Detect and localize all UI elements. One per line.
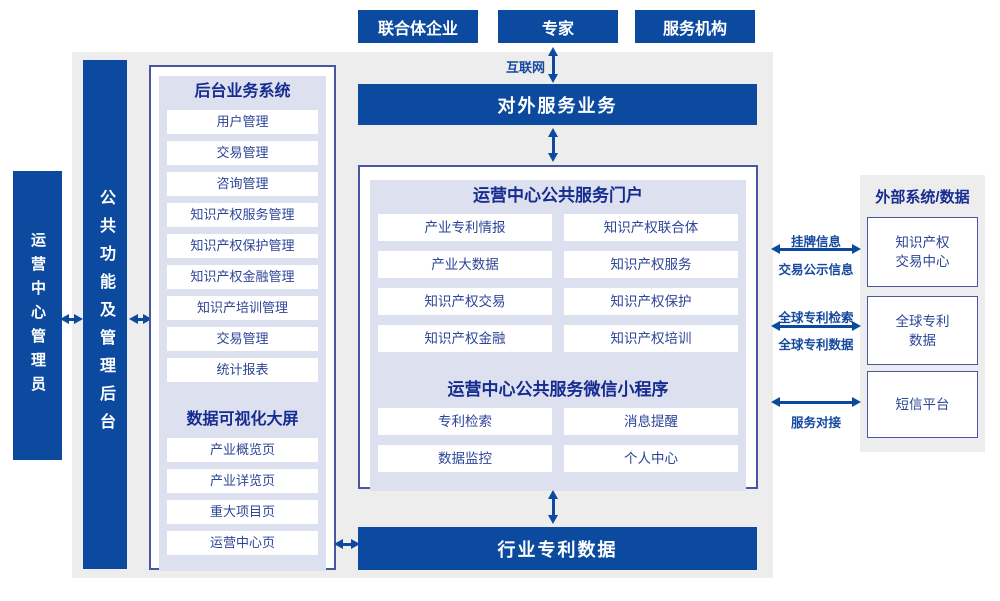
global-patent-data-label: 全球专利数据 (778, 338, 854, 352)
industry-patent-data-bar: 行业专利数据 (358, 527, 757, 570)
dashboard-item: 产业概览页 (167, 438, 318, 462)
backend-system-title: 后台业务系统 (194, 83, 291, 100)
backend-system-item: 用户管理 (167, 110, 318, 134)
backend-management-bar: 公共功能及管理后台 (83, 60, 127, 569)
actor-box-consortium-enterprise: 联合体企业 (358, 10, 478, 43)
arrow-internet (548, 47, 558, 83)
backend-system-panel: 后台业务系统 用户管理 交易管理 咨询管理 知识产权服务管理 知识产权保护管理 … (159, 76, 326, 406)
portal-item: 产业专利情报 (378, 214, 552, 241)
arrow-service-portal (548, 128, 558, 162)
internet-label: 互联网 (505, 60, 545, 75)
actor-box-expert: 专家 (498, 10, 618, 43)
backend-system-item: 统计报表 (167, 358, 318, 382)
listing-info-label: 挂牌信息 (790, 235, 841, 249)
dashboard-panel: 数据可视化大屏 产业概览页 产业详览页 重大项目页 运营中心页 (159, 404, 326, 571)
operation-admin-bar: 运营中心管理员 (13, 171, 62, 460)
portal-item: 知识产权交易 (378, 288, 552, 315)
backend-system-item: 咨询管理 (167, 172, 318, 196)
portal-item: 知识产权服务 (564, 251, 738, 278)
dashboard-title: 数据可视化大屏 (186, 411, 299, 428)
portal-panel: 运营中心公共服务门户 产业专利情报 知识产权联合体 产业大数据 知识产权服务 知… (370, 180, 746, 379)
miniprogram-item: 数据监控 (378, 445, 552, 472)
backend-system-item: 知识产权保护管理 (167, 234, 318, 258)
external-service-bar: 对外服务业务 (358, 84, 757, 125)
external-systems-title: 外部系统/数据 (875, 189, 970, 206)
backend-system-item: 交易管理 (167, 327, 318, 351)
backend-system-item: 知识产权服务管理 (167, 203, 318, 227)
backend-system-item: 交易管理 (167, 141, 318, 165)
external-system-box: 全球专利 数据 (867, 296, 978, 365)
portal-title: 运营中心公共服务门户 (473, 186, 643, 205)
miniprogram-item: 个人中心 (564, 445, 738, 472)
actor-box-service-agency: 服务机构 (635, 10, 755, 43)
trade-publicity-label: 交易公示信息 (778, 263, 854, 277)
portal-item: 产业大数据 (378, 251, 552, 278)
arrow-backend-systems (129, 314, 152, 324)
external-system-box-line: 交易中心 (895, 254, 950, 269)
miniprogram-item: 专利检索 (378, 408, 552, 435)
external-system-box: 短信平台 (867, 371, 978, 438)
service-connect-label: 服务对接 (790, 416, 841, 430)
external-system-box-line: 数据 (909, 332, 936, 348)
external-system-box-line: 短信平台 (895, 397, 950, 412)
backend-column-box: 后台业务系统 用户管理 交易管理 咨询管理 知识产权服务管理 知识产权保护管理 … (149, 65, 336, 571)
external-system-box-line: 知识产权 (895, 235, 950, 250)
external-system-box: 知识产权 交易中心 (867, 217, 978, 287)
miniprogram-item: 消息提醒 (564, 408, 738, 435)
operation-center-box: 运营中心公共服务门户 产业专利情报 知识产权联合体 产业大数据 知识产权服务 知… (358, 165, 758, 491)
arrow-portal-patent-data (548, 490, 558, 524)
dashboard-item: 产业详览页 (167, 469, 318, 493)
global-patent-search-label: 全球专利检索 (778, 311, 854, 325)
miniprogram-title: 运营中心公共服务微信小程序 (447, 380, 669, 399)
portal-item: 知识产权联合体 (564, 214, 738, 241)
arrow-admin-backend (60, 314, 83, 324)
backend-management-label: 公共功能及管理后台 (97, 188, 114, 441)
arrow-service-connect (771, 397, 861, 407)
arrow-global-patent (771, 321, 861, 331)
arrow-dashboard-patent-data (334, 539, 360, 549)
dashboard-item: 重大项目页 (167, 500, 318, 524)
backend-system-item: 知识产培训管理 (167, 296, 318, 320)
portal-item: 知识产权金融 (378, 325, 552, 352)
external-systems-panel: 外部系统/数据 知识产权 交易中心 全球专利 数据 短信平台 (860, 175, 985, 452)
portal-item: 知识产权培训 (564, 325, 738, 352)
external-system-box-line: 全球专利 (895, 313, 950, 329)
portal-item: 知识产权保护 (564, 288, 738, 315)
arrow-listing-info (771, 244, 861, 254)
miniprogram-panel: 运营中心公共服务微信小程序 专利检索 消息提醒 数据监控 个人中心 (370, 374, 746, 491)
backend-system-item: 知识产权金融管理 (167, 265, 318, 289)
operation-admin-label: 运营中心管理员 (29, 231, 46, 400)
dashboard-item: 运营中心页 (167, 531, 318, 555)
